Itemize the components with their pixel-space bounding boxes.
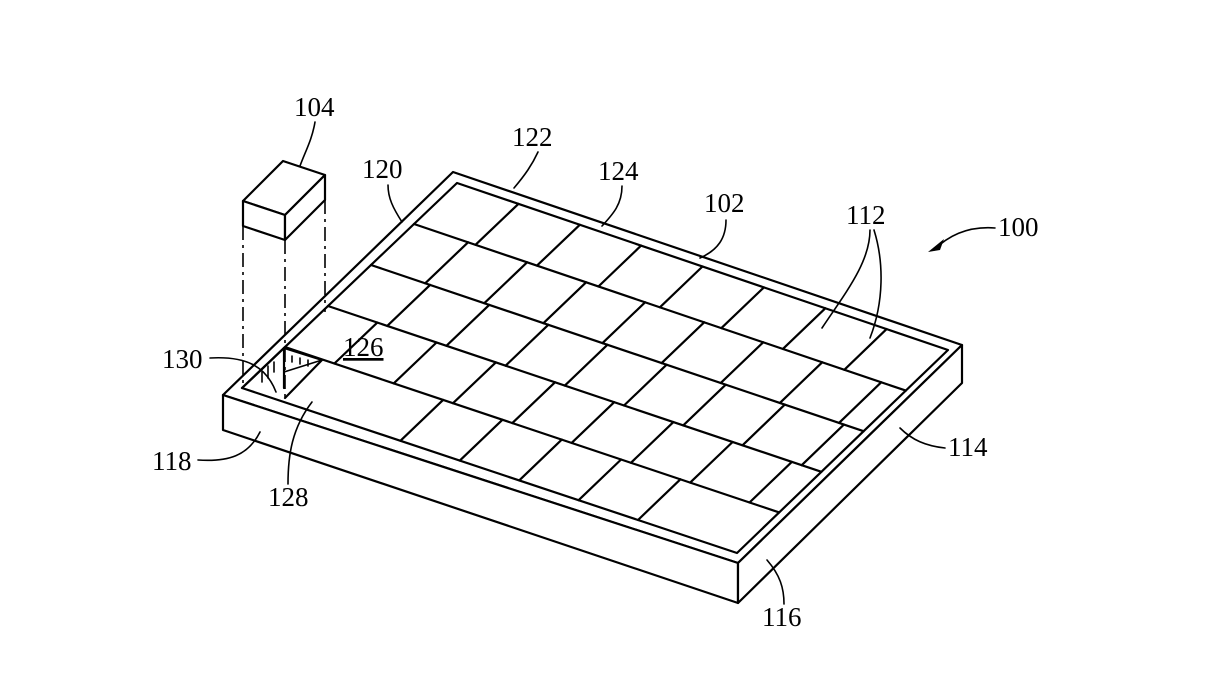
label-124: 124 xyxy=(598,156,639,186)
key-divider xyxy=(369,263,865,433)
key-divider xyxy=(458,418,504,462)
label-120: 120 xyxy=(362,154,403,184)
key-divider xyxy=(629,421,675,464)
label-128: 128 xyxy=(268,482,309,512)
key-divider xyxy=(658,265,704,309)
key-divider xyxy=(511,381,557,425)
key-divider xyxy=(741,403,786,447)
key-divider xyxy=(542,281,588,325)
key-divider xyxy=(535,223,581,267)
key-divider xyxy=(636,478,682,522)
key-divider xyxy=(333,321,379,365)
key-divider xyxy=(843,328,888,371)
label-126: 126 xyxy=(343,332,384,362)
key-divider xyxy=(660,321,706,365)
key-divider xyxy=(483,261,529,305)
key-divider xyxy=(720,286,766,330)
leader-lines xyxy=(197,121,996,605)
key-divider xyxy=(577,458,623,502)
key-block-104 xyxy=(241,159,327,398)
key-divider xyxy=(682,383,727,427)
label-114: 114 xyxy=(948,432,988,462)
key-divider xyxy=(563,343,609,387)
key-grid xyxy=(283,202,907,522)
label-122: 122 xyxy=(512,122,553,152)
key-divider xyxy=(399,398,445,442)
key-divider xyxy=(474,202,520,246)
key-divider xyxy=(570,401,616,444)
label-102: 102 xyxy=(704,188,745,218)
key-divider xyxy=(451,361,497,405)
reference-labels: 104 122 120 124 102 112 100 126 130 114 … xyxy=(152,92,1039,632)
key-divider xyxy=(326,304,823,473)
key-divider xyxy=(504,323,550,367)
key-divider xyxy=(601,301,647,345)
key-divider xyxy=(781,307,827,350)
housing-base xyxy=(221,170,964,605)
label-130: 130 xyxy=(162,344,203,374)
label-100: 100 xyxy=(998,212,1039,242)
label-116: 116 xyxy=(762,602,802,632)
key-divider xyxy=(800,423,846,467)
key-divider xyxy=(386,283,432,327)
key-divider xyxy=(689,440,734,484)
key-divider xyxy=(445,303,491,347)
key-divider xyxy=(283,345,781,514)
label-118: 118 xyxy=(152,446,192,476)
label-112: 112 xyxy=(846,200,886,230)
key-divider xyxy=(518,438,563,482)
key-divider xyxy=(837,381,883,424)
key-divider xyxy=(622,363,668,407)
label-104: 104 xyxy=(294,92,335,122)
key-divider xyxy=(719,341,765,385)
key-divider xyxy=(748,460,793,504)
key-divider xyxy=(392,341,438,385)
cavity-126 xyxy=(240,346,324,400)
key-divider xyxy=(597,244,643,288)
key-divider xyxy=(424,241,470,285)
key-divider xyxy=(778,361,824,404)
